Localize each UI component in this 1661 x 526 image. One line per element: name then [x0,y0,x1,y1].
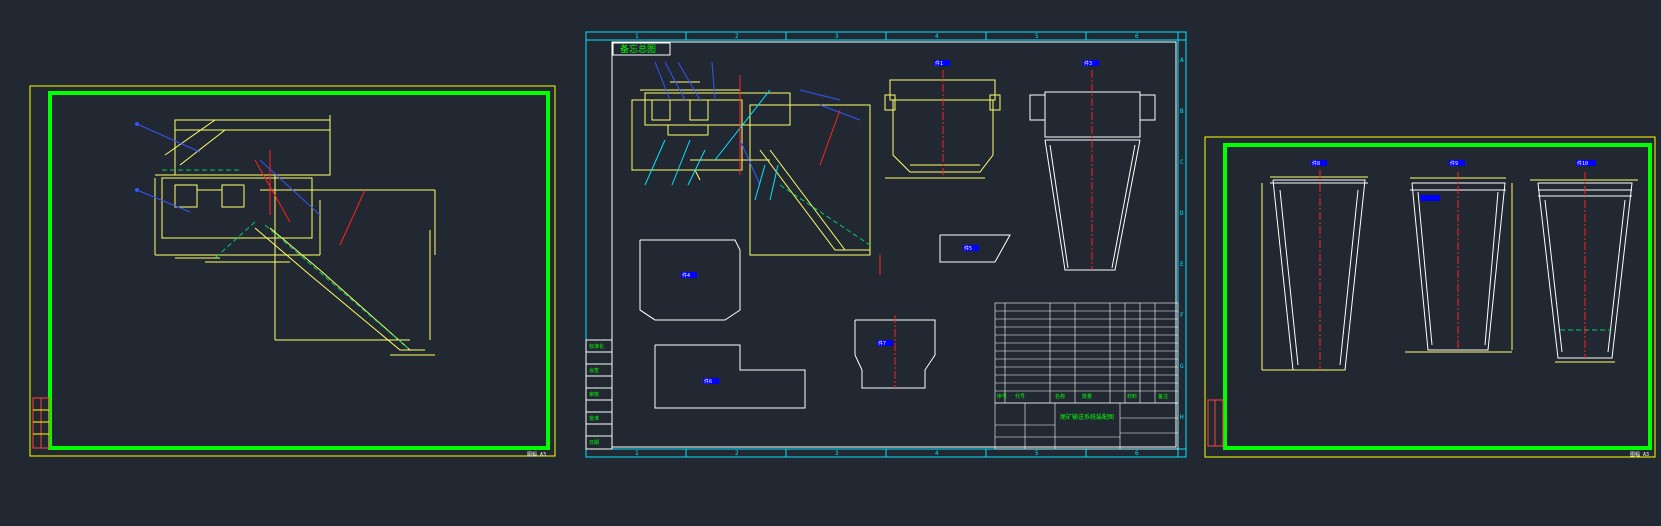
right-part-a-dims [1261,176,1368,371]
svg-text:3: 3 [835,33,839,40]
view-label-part-8: 件8 [1312,160,1320,167]
view-label-part-1: 件1 [935,60,943,67]
svg-text:数量: 数量 [1082,393,1092,400]
label-tag [877,340,893,346]
label-tag [963,245,979,251]
right-corner-tag: 图幅 A3 [1630,451,1649,458]
left-centerlines [254,150,366,246]
svg-text:备注: 备注 [1158,393,1168,400]
label-tag [1449,160,1465,166]
left-hidden-lines [162,169,411,351]
svg-text:2: 2 [735,450,739,457]
left-sheet-frame [48,91,550,450]
label-tag [681,272,697,278]
middle-sheet-inner-frame [611,41,1177,448]
svg-text:标准化: 标准化 [589,343,604,350]
view-label-part-3: 件3 [1084,60,1092,67]
svg-text:5: 5 [1035,33,1039,40]
label-tag [1311,160,1327,166]
svg-text:1: 1 [635,450,639,457]
right-part-b [1410,182,1506,351]
middle-centerlines [739,75,881,275]
svg-text:3: 3 [835,450,839,457]
middle-cyan-leaders [644,89,779,201]
title-block [994,402,1179,450]
svg-text:A: A [1180,57,1184,64]
middle-l-shape-part [654,344,806,409]
svg-text:1: 1 [635,33,639,40]
svg-text:批准: 批准 [589,415,599,422]
middle-left-stamp [585,339,613,450]
label-tag [1576,160,1596,166]
view-label-part-4: 件4 [682,272,690,279]
view-label-part-10: 件10 [1577,160,1588,167]
svg-text:序号: 序号 [997,393,1007,400]
label-tag [1083,60,1099,66]
right-sheet-frame [1223,143,1652,450]
svg-text:2: 2 [735,33,739,40]
svg-text:4: 4 [935,33,939,40]
drawing-title-box [612,42,671,56]
view-label-part-6: 件6 [704,378,712,385]
svg-text:6: 6 [1135,450,1139,457]
column-zone-ticks [685,32,1087,457]
svg-text:名称: 名称 [1055,393,1065,400]
parts-list-table [994,302,1179,404]
svg-text:日期: 日期 [589,440,599,446]
column-zone-numbers: 1 2 3 4 5 6 [635,33,1139,40]
label-tag [934,60,950,66]
svg-text:审核: 审核 [589,391,599,398]
middle-assembly-view [631,81,871,256]
parts-list-header: 序号 代号 名称 数量 材料 备注 [997,393,1168,400]
svg-text:C: C [1180,159,1184,166]
view-label-part-7: 件7 [878,340,886,347]
drawing-name: 尾矿输送系统装配图 [1060,413,1114,421]
svg-text:4: 4 [935,450,939,457]
svg-text:H: H [1180,414,1184,421]
left-sheet[interactable]: 图幅 A3 [29,85,556,458]
left-sheet-border [29,85,556,457]
left-corner-tag: 图幅 A3 [527,451,546,458]
svg-text:会签: 会签 [589,367,599,374]
view-label-part-5: 件5 [964,245,972,252]
middle-hidden [779,184,871,246]
middle-left-stamp-text: 标准化 会签 审核 批准 日期 [589,343,604,446]
label-tag [703,378,719,384]
middle-leaders [654,61,861,186]
svg-text:D: D [1180,210,1184,217]
svg-text:G: G [1180,363,1184,370]
middle-funnel-part [1029,91,1156,271]
middle-sheet[interactable]: 1 2 3 4 5 6 1 2 3 4 5 6 A B C D [585,31,1187,458]
drawing-title: 备忘总图 [620,43,656,55]
right-sheet-border [1204,136,1656,458]
middle-plate-part [639,239,741,321]
right-part-c-dims [1530,179,1638,363]
row-zone-letters: A B C D E F G H [1180,57,1184,421]
middle-hopper-part [854,319,936,389]
svg-text:5: 5 [1035,450,1039,457]
svg-text:材料: 材料 [1127,393,1137,400]
middle-small-part [939,234,1011,263]
svg-text:6: 6 [1135,33,1139,40]
label-tag [1420,195,1440,201]
column-zone-numbers-bottom: 1 2 3 4 5 6 [635,450,1139,457]
balloon-marker [135,188,139,192]
svg-text:F: F [1180,312,1184,319]
svg-text:B: B [1180,108,1184,115]
right-sheet[interactable]: 图幅 A3 件8 件9 [1204,136,1656,458]
balloon-marker [135,122,139,126]
svg-text:代号: 代号 [1015,393,1025,400]
svg-text:E: E [1180,261,1184,268]
view-label-part-9: 件9 [1450,160,1458,167]
